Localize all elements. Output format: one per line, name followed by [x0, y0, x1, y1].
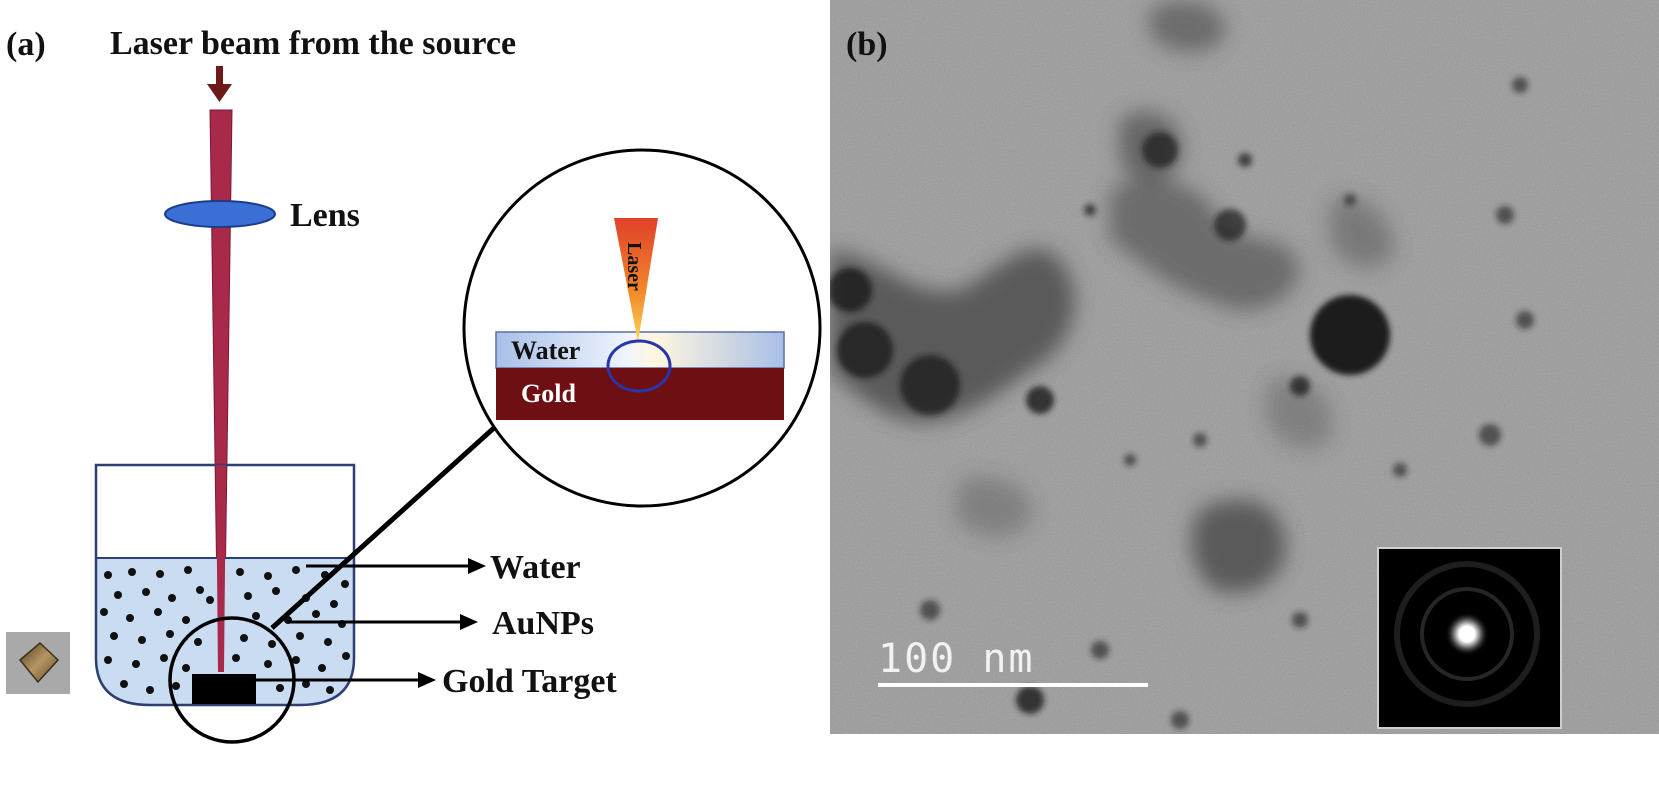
panel-a-label: (a) [6, 26, 46, 63]
panel-a: (a) Laser beam from the source Lens [6, 25, 822, 744]
laser-source-title: Laser beam from the source [110, 25, 516, 62]
panel-b-label: (b) [846, 26, 888, 63]
beaker [94, 463, 356, 707]
zoom-connector-line [270, 416, 507, 630]
gold-target-arrow-label: Gold Target [442, 663, 617, 700]
gold-target-block [192, 674, 256, 704]
nanoparticles-dark [830, 77, 1534, 729]
lens-label: Lens [290, 197, 360, 234]
tem-micrograph: 100 nm [830, 0, 1659, 734]
down-arrow-icon [207, 66, 232, 102]
inset-water-label: Water [511, 336, 580, 365]
particle-aggregates [830, 0, 1395, 593]
panel-b: 100 nm (b) [830, 0, 1659, 734]
water-arrow-label: Water [490, 549, 581, 586]
arrow-aunps [288, 614, 478, 630]
nanoparticles [100, 566, 350, 694]
inset-laser-label: Laser [623, 242, 645, 291]
inset-gold-label: Gold [521, 379, 576, 408]
gold-foil-thumbnail [6, 632, 70, 694]
inset-laser-cone [614, 218, 658, 342]
scale-bar-label: 100 nm [878, 636, 1035, 682]
aunps-arrow-label: AuNPs [492, 605, 594, 642]
saed-pattern-inset [1377, 547, 1562, 729]
arrow-gold-target [256, 672, 436, 688]
arrow-water [306, 558, 486, 574]
zoom-inset: Laser Water Gold [462, 148, 822, 508]
scale-bar [878, 683, 1148, 687]
lens-shape [164, 200, 276, 228]
inset-ablation-ring [606, 339, 672, 393]
